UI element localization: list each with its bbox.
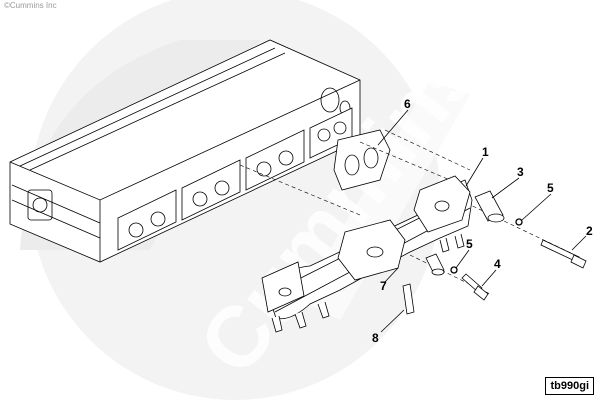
manifold-gasket xyxy=(333,129,391,191)
lower-spacer xyxy=(425,253,445,276)
callout-6: 6 xyxy=(404,97,411,111)
short-capscrew xyxy=(461,273,489,301)
spacer xyxy=(474,190,505,223)
exhaust-manifold xyxy=(261,175,473,333)
stud xyxy=(402,283,415,315)
copyright-notice: ©Cummins Inc xyxy=(4,1,57,10)
leader-lines xyxy=(377,109,587,333)
exhaust-ports xyxy=(117,107,353,251)
callout-labels: 1 2 3 4 5 5 6 7 8 xyxy=(372,97,593,345)
callout-5-lower: 5 xyxy=(466,237,473,251)
callout-2: 2 xyxy=(586,224,593,238)
callout-3: 3 xyxy=(517,165,524,179)
callout-5-upper: 5 xyxy=(547,181,554,195)
callout-7: 7 xyxy=(380,279,387,293)
washers xyxy=(450,218,523,274)
callout-8: 8 xyxy=(372,331,379,345)
callout-4: 4 xyxy=(494,257,501,271)
callout-1: 1 xyxy=(482,145,489,159)
reference-code: tb990gi xyxy=(545,377,594,395)
long-capscrew xyxy=(540,239,587,269)
